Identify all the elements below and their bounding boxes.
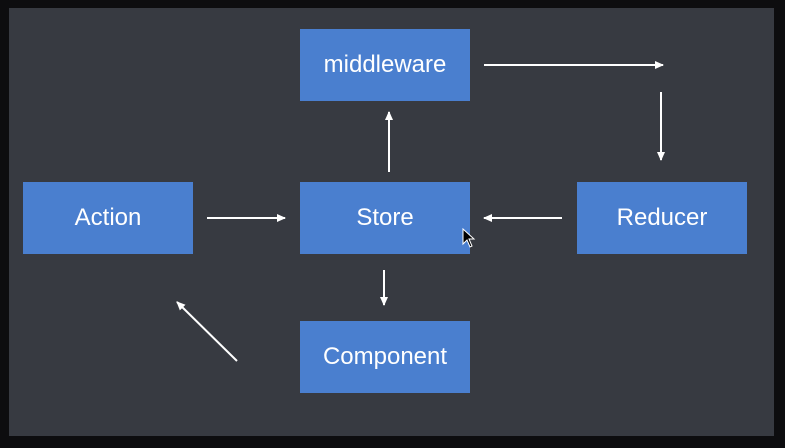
- mouse-cursor-icon: [462, 228, 476, 248]
- reducer-node: Reducer: [577, 182, 747, 254]
- arrow-component-to-action: [176, 301, 238, 362]
- component-node: Component: [300, 321, 470, 393]
- component-label: Component: [322, 343, 448, 370]
- reducer-label: Reducer: [616, 204, 708, 231]
- action-node: Action: [23, 182, 193, 254]
- middleware-node: middleware: [300, 29, 470, 101]
- middleware-label: middleware: [323, 51, 447, 78]
- store-label: Store: [356, 204, 414, 231]
- store-node: Store: [300, 182, 470, 254]
- action-label: Action: [74, 204, 142, 231]
